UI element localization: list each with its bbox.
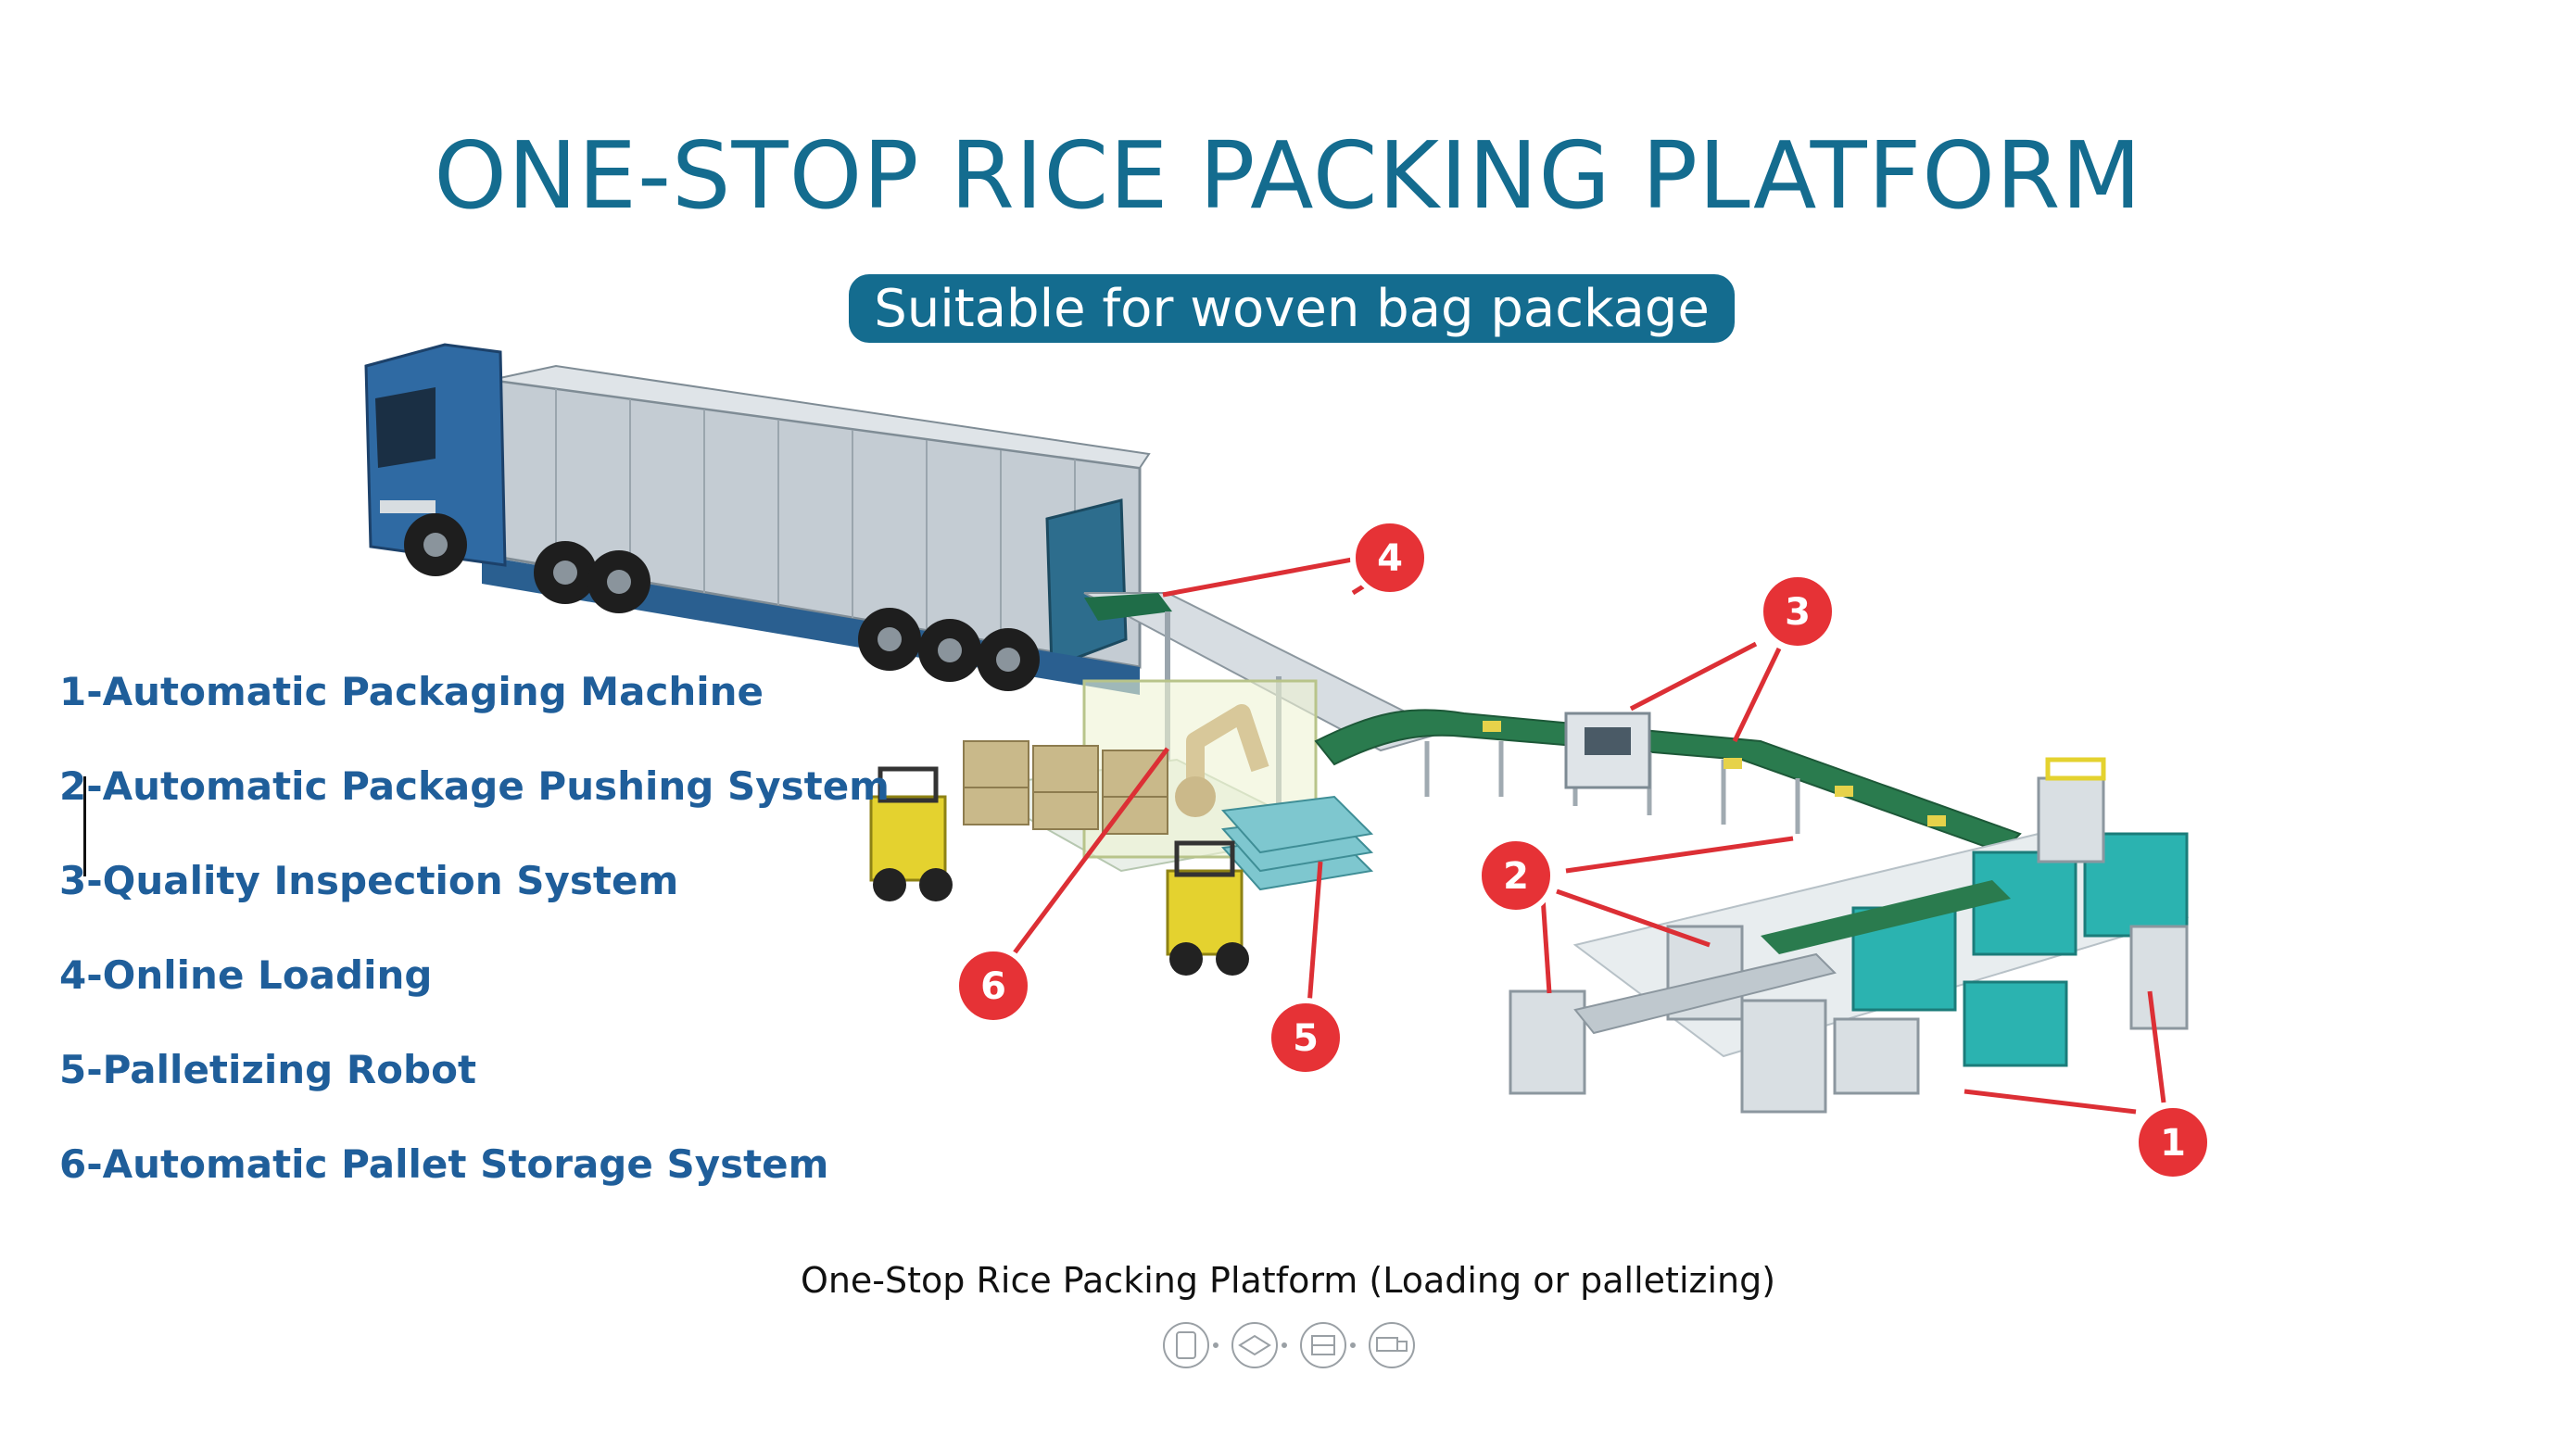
legend-item-2: 2-Automatic Package Pushing System (59, 763, 890, 809)
truck-illustration (364, 343, 1151, 695)
subtitle-text: Suitable for woven bag package (874, 278, 1710, 339)
legend-item-5: 5-Palletizing Robot (59, 1047, 477, 1092)
palletizing-area (869, 679, 1374, 976)
forklift-left (869, 766, 953, 901)
badge-2: 2 (1476, 836, 1556, 915)
page-title: ONE-STOP RICE PACKING PLATFORM (434, 121, 2142, 230)
icon-row (1163, 1322, 1415, 1368)
badge-6-label: 6 (980, 965, 1006, 1008)
subtitle-pill: Suitable for woven bag package (849, 274, 1735, 343)
bag-outline-icon (1163, 1322, 1209, 1368)
badge-5-label: 5 (1293, 1017, 1319, 1060)
truck-outline-icon (1369, 1322, 1415, 1368)
badge-1-label: 1 (2160, 1122, 2186, 1165)
packaging-machines (1509, 757, 2190, 1114)
caption: One-Stop Rice Packing Platform (Loading … (800, 1260, 1776, 1301)
main-conveyor-line (1314, 709, 2022, 854)
legend-item-4: 4-Online Loading (59, 952, 433, 998)
badge-6: 6 (953, 946, 1033, 1026)
badge-3: 3 (1758, 572, 1837, 651)
badge-4-label: 4 (1377, 537, 1403, 580)
badge-3-label: 3 (1785, 591, 1811, 634)
badge-1: 1 (2133, 1102, 2213, 1182)
badge-2-label: 2 (1503, 855, 1529, 898)
legend-item-3: 3-Quality Inspection System (59, 858, 679, 903)
badge-5: 5 (1266, 998, 1345, 1077)
legend-item-6: 6-Automatic Pallet Storage System (59, 1141, 829, 1187)
leader-lines (1007, 555, 2166, 1115)
badge-4: 4 (1350, 518, 1430, 598)
legend-item-1: 1-Automatic Packaging Machine (59, 669, 764, 714)
forklift-right (1166, 840, 1249, 976)
box-outline-icon (1231, 1322, 1278, 1368)
text-cursor (83, 776, 86, 876)
pallet-outline-icon (1300, 1322, 1346, 1368)
